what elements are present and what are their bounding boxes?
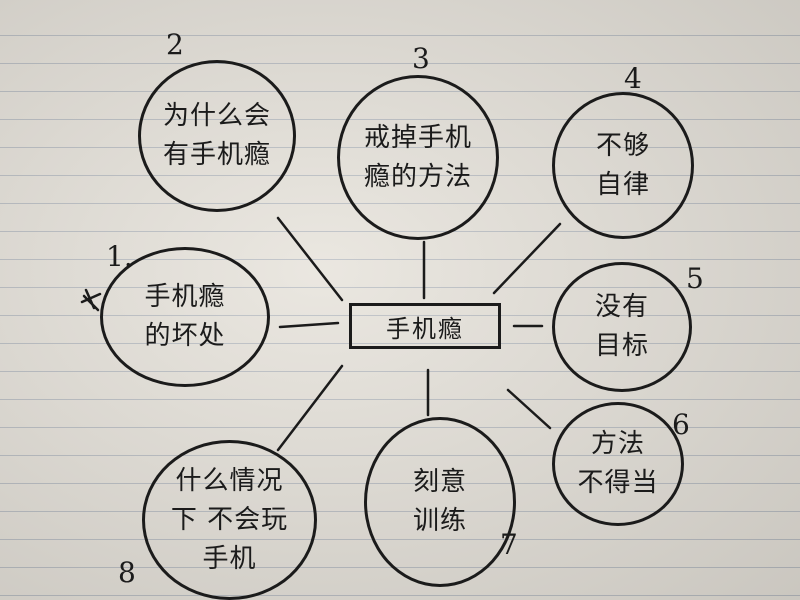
bubble-node-8-text: 什么情况 下 不会玩 手机	[170, 465, 289, 574]
node-number-8: 8	[118, 556, 136, 589]
connector-to-node-6	[506, 388, 552, 430]
bubble-node-2: 为什么会 有手机瘾	[138, 60, 296, 212]
bubble-node-8: 什么情况 下 不会玩 手机	[142, 440, 317, 600]
connector-to-node-4	[492, 222, 562, 295]
node-number-2: 2	[166, 28, 184, 61]
bubble-node-4: 不够 自律	[552, 92, 694, 239]
connector-to-node-8	[276, 364, 344, 452]
connector-to-node-2	[276, 216, 344, 302]
bubble-node-6-text: 方法 不得当	[577, 429, 659, 498]
node-number-5: 5	[686, 262, 704, 295]
bubble-node-4-text: 不够 自律	[595, 130, 650, 200]
bubble-node-3: 戒掉手机 瘾的方法	[337, 75, 499, 240]
bubble-node-1-text: 手机瘾 的坏处	[144, 282, 226, 351]
bubble-node-6: 方法 不得当	[552, 402, 684, 526]
center-topic-box: 手机瘾	[349, 303, 501, 349]
bubble-node-2-text: 为什么会 有手机瘾	[162, 101, 271, 170]
node-number-4: 4	[624, 62, 642, 95]
node-number-6: 6	[672, 408, 690, 441]
bubble-node-5: 没有 目标	[552, 262, 692, 392]
bubble-node-7: 刻意 训练	[364, 417, 516, 587]
bubble-node-3-text: 戒掉手机 瘾的方法	[363, 122, 472, 192]
node-number-3: 3	[412, 42, 430, 75]
bubble-node-1: 手机瘾 的坏处	[100, 247, 270, 387]
margin-scribble	[80, 288, 102, 312]
node-number-1: 1.	[106, 240, 133, 273]
center-topic-text: 手机瘾	[386, 314, 464, 343]
node-number-7: 7	[500, 528, 518, 561]
bubble-node-5-text: 没有 目标	[594, 292, 649, 361]
bubble-node-7-text: 刻意 训练	[412, 467, 467, 536]
connector-to-node-1	[278, 321, 340, 329]
